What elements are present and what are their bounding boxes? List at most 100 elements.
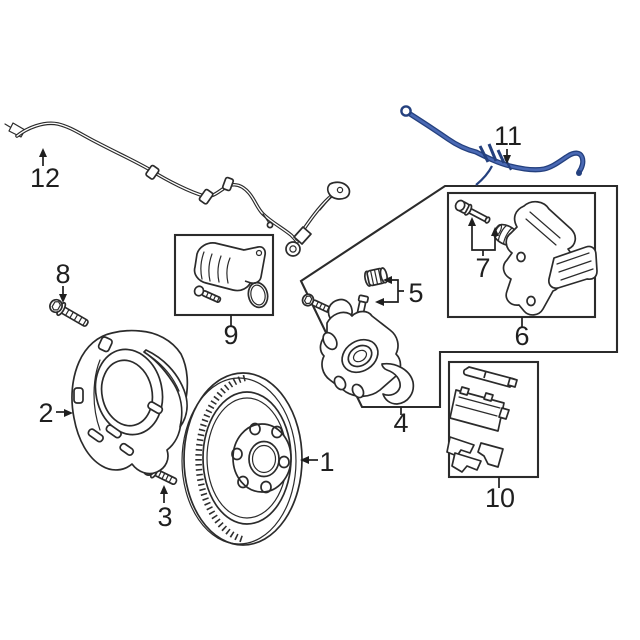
bolt-head-hex [51,301,62,311]
rotor-lug-hole [260,480,272,494]
wire-end-connector [4,122,26,138]
sensor-bracket [326,181,351,200]
callout-3-arrowhead [160,485,168,494]
wire-core [16,122,298,243]
rotor-lug-hole [237,475,249,489]
banjo-bolt [301,293,332,313]
pad-ear [459,386,494,402]
bracket-block-ribs [556,252,594,281]
anchor-bracket-art [502,200,598,316]
shield-hub-ring [94,348,164,436]
bolt-threads [315,301,330,313]
actuator-art [193,242,269,309]
dust-shield-art [71,329,189,475]
callout-7-number: 7 [475,253,490,283]
brake-hose-art [400,105,586,186]
rotor-art [181,372,303,546]
callout-10-number: 10 [485,483,515,513]
shield-stud [105,424,122,439]
hose-body [405,110,585,174]
bolt-threads [157,470,173,483]
bracket-ear-hole [516,251,526,263]
bracket-ear-hole [526,295,536,307]
rotor-lug-hole [249,422,261,436]
group-outline-polygon [299,184,619,409]
wire-clip [145,164,160,180]
rotor-edge-line [181,377,297,545]
callout-7-arrowhead [468,217,476,226]
cap-ribs [369,268,383,286]
bolt-threads [65,309,87,326]
actuator-ribs [200,251,231,284]
pad-abutment-tab [498,407,510,420]
bracket-top-slot [525,211,561,246]
hose-eyelet [400,105,412,117]
callout-8-arrowhead [59,294,67,303]
sensor-ring-hole [289,245,297,253]
callout-9: 9 [223,315,239,350]
hose-end-tip [576,170,582,176]
caliper-group-polygon [299,184,619,409]
caliper-bore-inner [352,349,368,363]
shield-tab [97,336,113,353]
hose-bracket-cluster [478,143,506,164]
callout-1-arrowhead [300,456,309,464]
callout-2: 2 [38,398,73,428]
shield-inner-wall [93,355,180,431]
pad-clip [451,452,482,473]
caliper-bore [347,344,373,368]
rotor-center-bore-inner [251,444,277,474]
pin-tip [484,216,491,224]
callout-4-number: 4 [393,408,408,438]
guide-pin-art [454,199,491,224]
sensor-bracket-hole [336,186,344,194]
bolt-head-hex [303,295,313,305]
callout-6: 6 [514,317,530,351]
callout-3-number: 3 [157,502,172,532]
sensor-ring [285,241,301,257]
box-actuator [173,233,275,317]
rotor-lug-hole [271,425,283,439]
callout-2-arrowhead [64,409,73,417]
callout-12: 12 [30,148,60,193]
rotor-vent-hatch [195,374,246,544]
sensor-body [293,226,312,245]
actuator-bolt [193,285,222,303]
shield-stud [119,442,135,456]
pad-clip [477,442,504,468]
caliper-bore-seal [341,338,379,374]
brake-pads-art [446,366,518,473]
actuator-o-ring [247,281,269,309]
callout-7-arrowhead [491,227,499,236]
callout-5-arrowhead [383,276,392,284]
shield-stud [87,428,104,443]
rotor-lug-hole [231,447,243,461]
callout-1: 1 [300,447,335,477]
caliper-foot [351,383,365,399]
bolt-threads [205,291,220,303]
pad-clip [446,436,475,457]
callout-1-number: 1 [319,447,334,477]
callout-5-bracket [382,279,404,303]
sensor-bracket-stub [319,196,332,211]
shield-center-hole [100,359,154,427]
callout-7-bracket [471,224,496,256]
caliper-lower-lug [333,375,347,391]
callout-3: 3 [157,485,173,532]
bleeder-cap [364,267,388,287]
wire-stub-clip [262,213,270,224]
box-pads [447,360,540,479]
pin-head [454,199,466,212]
callout-11-arrowhead [503,155,511,164]
callout-2-number: 2 [38,398,53,428]
callout-7: 7 [468,217,499,283]
callout-6-number: 6 [514,321,529,351]
wire-clip [198,188,214,205]
callout-9-number: 9 [223,320,238,350]
callout-5: 5 [375,276,424,308]
abs-wire-art [4,121,351,257]
actuator-o-ring-inner [250,284,266,306]
callout-5-number: 5 [408,278,423,308]
